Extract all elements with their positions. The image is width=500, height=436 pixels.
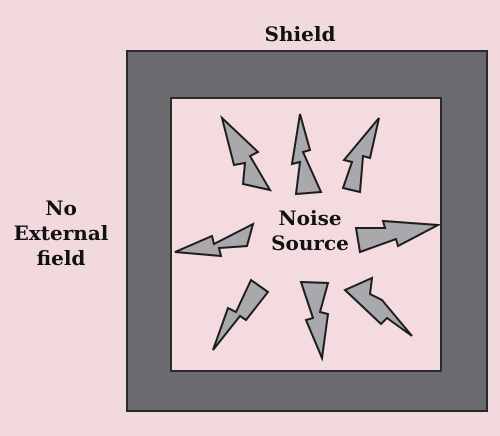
no-external-field-label: No External field: [0, 196, 122, 271]
shield-label: Shield: [264, 22, 336, 46]
lightning-bolt-icon: [343, 276, 413, 337]
lightning-bolt-icon: [341, 117, 380, 194]
lightning-bolt-icon: [220, 114, 273, 192]
lightning-bolt-icon: [299, 280, 330, 362]
lightning-bolt-icon: [212, 278, 270, 351]
noise-source-line: Source: [271, 231, 349, 255]
noise-source-line: Noise: [278, 206, 342, 230]
lightning-bolt-icon: [174, 222, 255, 258]
lightning-bolt-icon: [290, 113, 323, 196]
noise-source-label: Noise Source: [250, 206, 370, 256]
no-external-field-line: field: [36, 246, 86, 270]
no-external-field-line: External: [13, 221, 109, 245]
lightning-bolt-icon: [354, 219, 442, 254]
no-external-field-line: No: [45, 196, 77, 220]
